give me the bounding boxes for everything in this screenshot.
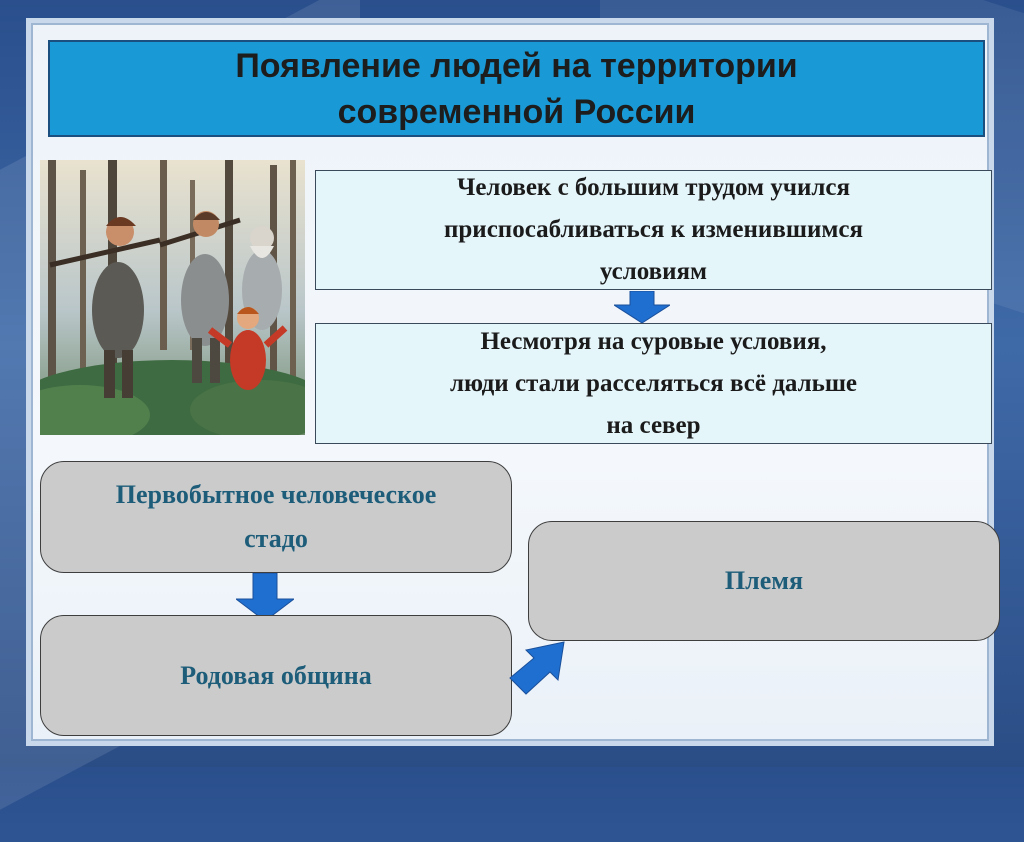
- illustration-image: [40, 160, 305, 435]
- fact-box-settlement: Несмотря на суровые условия, люди стали …: [315, 323, 992, 444]
- arrow-down-icon: [236, 573, 294, 621]
- stage-box-tribe: Племя: [528, 521, 1000, 641]
- arrow-down-icon: [614, 291, 670, 323]
- stage-box-primitive-herd: Первобытное человеческое стадо: [40, 461, 512, 573]
- fact-box-adaptation: Человек с большим трудом учился приспоса…: [315, 170, 992, 290]
- arrow-up-right-icon: [509, 641, 565, 695]
- slide-title: Появление людей на территории современно…: [48, 40, 985, 137]
- stage-box-clan-community: Родовая община: [40, 615, 512, 736]
